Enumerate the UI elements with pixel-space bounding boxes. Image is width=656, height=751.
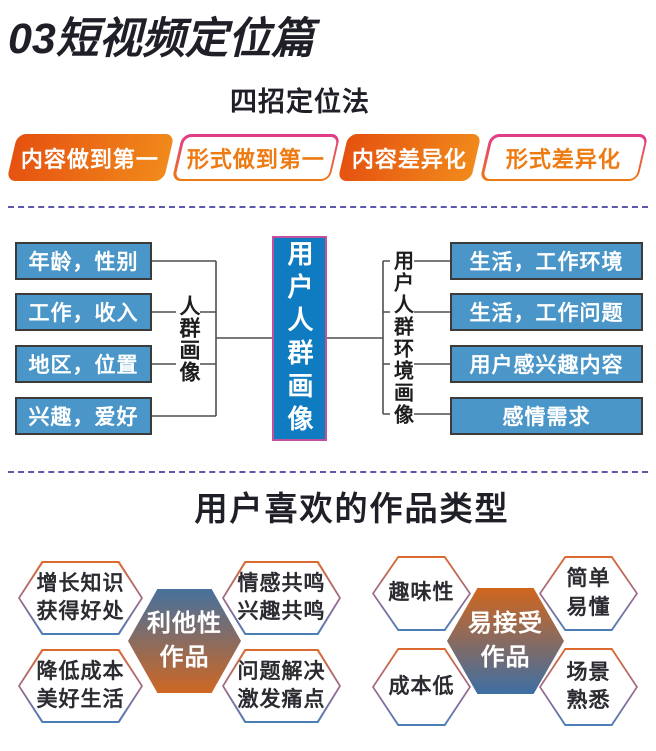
user-crowd-portrait-box: 用户人群画像	[272, 236, 327, 441]
banner-form-differentiation-inner: 形式差异化	[482, 136, 646, 179]
divider-top	[8, 206, 648, 208]
hexagon-gain-knowledge: 增长知识 获得好处	[18, 561, 143, 635]
hexagon-gain-knowledge-line1: 增长知识	[36, 571, 125, 595]
hexagon-altruistic-works-text: 利他性 作品	[128, 589, 241, 693]
banner-form-differentiation-label: 形式差异化	[506, 146, 622, 172]
user-crowd-portrait-text: 用户人群画像	[284, 239, 314, 438]
hexagon-low-cost-text: 成本低	[372, 648, 471, 726]
hexagon-simple-easy-line1: 简单	[566, 567, 611, 591]
banner-content-differentiation-label: 内容差异化	[351, 146, 467, 172]
hexagon-easy-to-accept-works-text: 易接受 作品	[447, 588, 564, 694]
env-box-emotional-needs-label: 感情需求	[502, 406, 591, 429]
hexagon-problem-solving-fill	[224, 651, 339, 721]
hexagon-problem-solving-line1: 问题解决	[237, 659, 326, 683]
hexagon-emotional-resonance-line1: 情感共鸣	[237, 571, 326, 595]
crowd-environment-portrait-label: 用户人群环境画像	[390, 249, 414, 427]
hexagon-lower-cost-line1: 降低成本	[36, 659, 125, 683]
attribute-box-work-income: 工作，收入	[15, 293, 152, 331]
env-box-life-work-problems: 生活，工作问题	[450, 293, 643, 331]
hexagon-gain-knowledge-fill	[20, 563, 141, 633]
attribute-box-region-location: 地区，位置	[15, 345, 152, 383]
env-box-user-interest-content: 用户感兴趣内容	[450, 345, 643, 383]
hexagon-low-cost-line1: 成本低	[388, 674, 455, 698]
divider-bottom	[8, 471, 648, 473]
hexagon-altruistic-works: 利他性 作品	[128, 589, 241, 693]
crowd-portrait-text: 人群画像	[177, 295, 200, 383]
banner-form-differentiation: 形式差异化	[479, 134, 649, 181]
hexagon-emotional-resonance-line2: 兴趣共鸣	[237, 600, 326, 623]
hexagon-familiar-scene-line1: 场景	[566, 660, 611, 684]
banner-content-first-label: 内容做到第一	[21, 146, 160, 172]
hexagon-fun-line1: 趣味性	[388, 581, 455, 605]
hexagon-simple-easy-line2: 易懂	[566, 595, 611, 619]
banner-content-first: 内容做到第一	[6, 134, 175, 181]
env-box-emotional-needs: 感情需求	[450, 397, 643, 435]
hexagon-simple-easy: 简单 易懂	[539, 556, 638, 631]
page-title: 03短视频定位篇	[8, 15, 314, 63]
banner-content-differentiation: 内容差异化	[337, 134, 482, 181]
banner-form-first: 形式做到第一	[171, 134, 341, 181]
hexagon-low-cost: 成本低	[372, 648, 471, 726]
hexagon-lower-cost: 降低成本 美好生活	[18, 649, 143, 723]
hexagon-familiar-scene-line2: 熟悉	[566, 689, 611, 712]
banner-form-first-label: 形式做到第一	[186, 146, 325, 172]
hexagon-gain-knowledge-text: 增长知识 获得好处	[18, 561, 143, 635]
hexagon-familiar-scene: 场景 熟悉	[539, 648, 638, 726]
hexagon-easy-to-accept-works-line1: 易接受	[468, 610, 543, 638]
hexagon-problem-solving-line2: 激发痛点	[237, 688, 326, 711]
crowd-portrait-label: 人群画像	[176, 293, 200, 385]
env-box-life-work-environment: 生活，工作环境	[450, 242, 643, 280]
hexagon-emotional-resonance-fill	[224, 563, 339, 633]
hexagon-fun-text: 趣味性	[372, 556, 471, 631]
hexagon-problem-solving-text: 问题解决 激发痛点	[222, 649, 341, 723]
crowd-environment-portrait-text: 用户人群环境画像	[390, 250, 413, 426]
attribute-box-interest-hobby-label: 兴趣，爱好	[28, 406, 139, 429]
hexagon-emotional-resonance-text: 情感共鸣 兴趣共鸣	[222, 561, 341, 635]
env-box-user-interest-content-label: 用户感兴趣内容	[469, 354, 624, 377]
hexagon-lower-cost-line2: 美好生活	[36, 688, 125, 711]
attribute-box-interest-hobby: 兴趣，爱好	[15, 397, 152, 435]
hexagon-easy-to-accept-works-line2: 作品	[480, 644, 531, 671]
hexagon-altruistic-works-line1: 利他性	[147, 610, 222, 638]
attribute-box-region-location-label: 地区，位置	[28, 354, 139, 377]
banner-form-first-inner: 形式做到第一	[174, 136, 338, 179]
hexagon-problem-solving: 问题解决 激发痛点	[222, 649, 341, 723]
hexagon-lower-cost-text: 降低成本 美好生活	[18, 649, 143, 723]
attribute-box-work-income-label: 工作，收入	[28, 302, 139, 325]
hexagon-simple-easy-text: 简单 易懂	[539, 556, 638, 631]
hexagon-familiar-scene-text: 场景 熟悉	[539, 648, 638, 726]
hexagon-fun: 趣味性	[372, 556, 471, 631]
hexagon-gain-knowledge-line2: 获得好处	[36, 600, 125, 623]
hexagon-emotional-resonance: 情感共鸣 兴趣共鸣	[222, 561, 341, 635]
works-heading: 用户喜欢的作品类型	[194, 490, 510, 527]
attribute-box-age-gender: 年龄，性别	[15, 242, 152, 280]
hexagon-altruistic-works-line2: 作品	[159, 644, 210, 671]
env-box-life-work-problems-label: 生活，工作问题	[469, 302, 624, 325]
hexagon-lower-cost-fill	[20, 651, 141, 721]
method-heading: 四招定位法	[230, 87, 370, 117]
env-box-life-work-environment-label: 生活，工作环境	[469, 251, 624, 274]
attribute-box-age-gender-label: 年龄，性别	[28, 251, 139, 274]
hexagon-easy-to-accept-works: 易接受 作品	[447, 588, 564, 694]
